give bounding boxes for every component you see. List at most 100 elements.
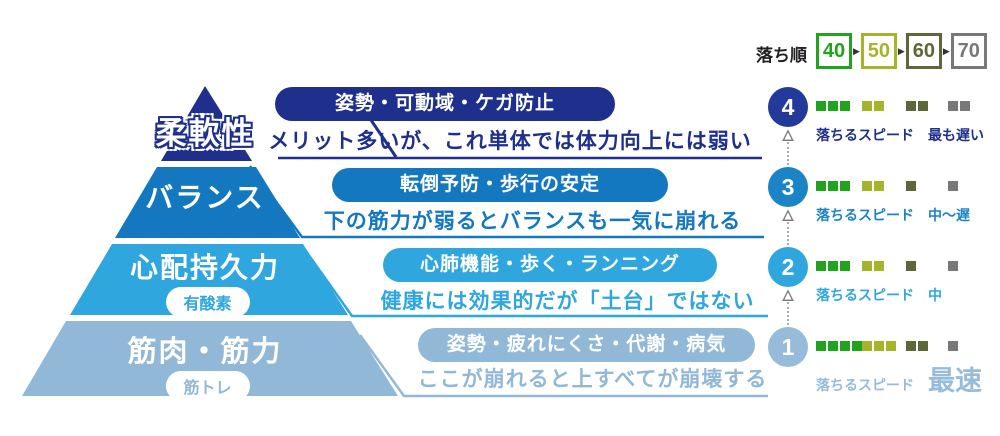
- decline-squares-group-gray: [948, 261, 958, 271]
- benefit-pill-muscle: 姿勢・疲れにくさ・代謝・病気: [418, 328, 755, 362]
- decline-speed-caption: 落ちるスピード最も遅い: [816, 125, 984, 145]
- decline-squares-group-gray: [948, 181, 958, 191]
- rank-circle: 2: [768, 247, 808, 287]
- square-icon: [960, 101, 970, 111]
- square-icon: [828, 101, 838, 111]
- up-arrow-icon: △: [782, 206, 794, 222]
- arrow-right-icon: ▶: [853, 45, 860, 56]
- rank-connector: △: [779, 287, 797, 325]
- dotted-line: [787, 222, 789, 245]
- speed-value: 中: [928, 287, 942, 303]
- square-icon: [906, 181, 916, 191]
- decline-row-rank1: 1 落ちるスピード最速: [760, 325, 1000, 403]
- dotted-line: [787, 142, 789, 165]
- decline-squares-group-green: [816, 101, 850, 111]
- tier-label-balance: バランス: [145, 182, 265, 213]
- decline-squares-group-olive: [906, 341, 928, 351]
- square-icon: [828, 181, 838, 191]
- square-icon: [906, 101, 916, 111]
- decline-squares-group-yellow: [862, 181, 884, 191]
- square-icon: [816, 261, 826, 271]
- square-icon: [948, 101, 958, 111]
- square-icon: [874, 181, 884, 191]
- tier-label-cardio: 心配持久力: [129, 252, 280, 283]
- square-icon: [874, 101, 884, 111]
- rank-circle: 3: [768, 167, 808, 207]
- decline-squares-group-gray: [948, 341, 958, 351]
- decline-squares-group-yellow: [862, 341, 896, 351]
- tier-label-flexibility: 柔軟性: [155, 116, 255, 151]
- up-arrow-icon: △: [782, 286, 794, 302]
- tier-badge-aerobic: 有酸素: [165, 287, 250, 317]
- benefit-pill-flexibility: 姿勢・可動域・ケガ防止: [275, 87, 615, 121]
- decline-squares: [816, 341, 976, 353]
- speed-value: 最も遅い: [928, 127, 984, 143]
- decline-squares-group-yellow: [862, 101, 884, 111]
- square-icon: [948, 341, 958, 351]
- speed-label: 落ちるスピード: [816, 207, 914, 223]
- square-icon: [906, 261, 916, 271]
- speed-label: 落ちるスピード: [816, 127, 914, 143]
- decline-squares-group-olive: [906, 101, 928, 111]
- arrow-right-icon: ▶: [897, 45, 905, 56]
- decline-squares: [816, 101, 976, 113]
- square-icon: [816, 341, 826, 351]
- square-icon: [906, 341, 916, 351]
- square-icon: [874, 261, 884, 271]
- age-box-50: 50: [860, 33, 897, 69]
- square-icon: [840, 341, 850, 351]
- decline-squares-group-green: [816, 261, 850, 271]
- rank-circle: 1: [768, 327, 808, 367]
- square-icon: [862, 181, 872, 191]
- age-box-40: 40: [816, 33, 852, 69]
- speed-value: 最速: [928, 366, 982, 396]
- decline-squares: [816, 181, 976, 193]
- square-icon: [816, 181, 826, 191]
- decline-squares-group-gray: [948, 101, 970, 111]
- decline-squares-group-olive: [906, 261, 916, 271]
- decline-squares-group-green: [816, 181, 850, 191]
- dotted-line: [787, 302, 789, 325]
- tier-badge-training: 筋トレ: [165, 371, 250, 401]
- decline-squares-group-yellow: [862, 261, 884, 271]
- speed-value: 中〜遅: [928, 207, 970, 223]
- decline-row-rank4: 4 落ちるスピード最も遅い: [760, 85, 1000, 163]
- pyramid: 柔軟性 バランス 心配持久力 有酸素 筋肉・筋力 筋トレ: [10, 86, 405, 401]
- square-icon: [948, 181, 958, 191]
- square-icon: [828, 341, 838, 351]
- rank-connector: △: [779, 127, 797, 165]
- decline-squares: [816, 261, 976, 273]
- decline-speed-caption: 落ちるスピード中: [816, 285, 942, 305]
- tier-label-muscle: 筋肉・筋力: [127, 336, 283, 368]
- speed-label: 落ちるスピード: [816, 287, 914, 303]
- benefit-pill-cardio: 心肺機能・歩く・ランニング: [383, 248, 717, 282]
- decline-speed-caption: 落ちるスピード中〜遅: [816, 205, 970, 225]
- decline-speed-caption: 落ちるスピード最速: [816, 359, 982, 398]
- age-box-70: 70: [950, 33, 987, 69]
- square-icon: [862, 261, 872, 271]
- decline-order-label: 落ち順: [756, 46, 807, 65]
- square-icon: [862, 341, 872, 351]
- row-caption-balance: 下の筋力が弱るとバランスも一気に崩れる: [323, 210, 742, 233]
- square-icon: [840, 181, 850, 191]
- rank-circle: 4: [768, 87, 808, 127]
- square-icon: [874, 341, 884, 351]
- square-icon: [886, 341, 896, 351]
- benefit-pill-balance: 転倒予防・歩行の安定: [332, 168, 668, 202]
- square-icon: [828, 261, 838, 271]
- square-icon: [948, 261, 958, 271]
- decline-squares-group-olive: [906, 181, 916, 191]
- decline-row-rank2: 2 落ちるスピード中: [760, 245, 1000, 323]
- square-icon: [918, 101, 928, 111]
- age-boxes: 40 ▶ 50 ▶ 60 ▶ 70: [816, 33, 987, 69]
- decline-squares-group-green: [816, 341, 862, 351]
- square-icon: [862, 101, 872, 111]
- age-box-60: 60: [905, 33, 942, 69]
- up-arrow-icon: △: [782, 126, 794, 142]
- arrow-right-icon: ▶: [942, 45, 950, 56]
- square-icon: [840, 101, 850, 111]
- row-caption-flexibility: メリット多いが、これ単体では体力向上には弱い: [268, 130, 752, 153]
- square-icon: [852, 341, 862, 351]
- decline-row-rank3: 3 落ちるスピード中〜遅: [760, 165, 1000, 243]
